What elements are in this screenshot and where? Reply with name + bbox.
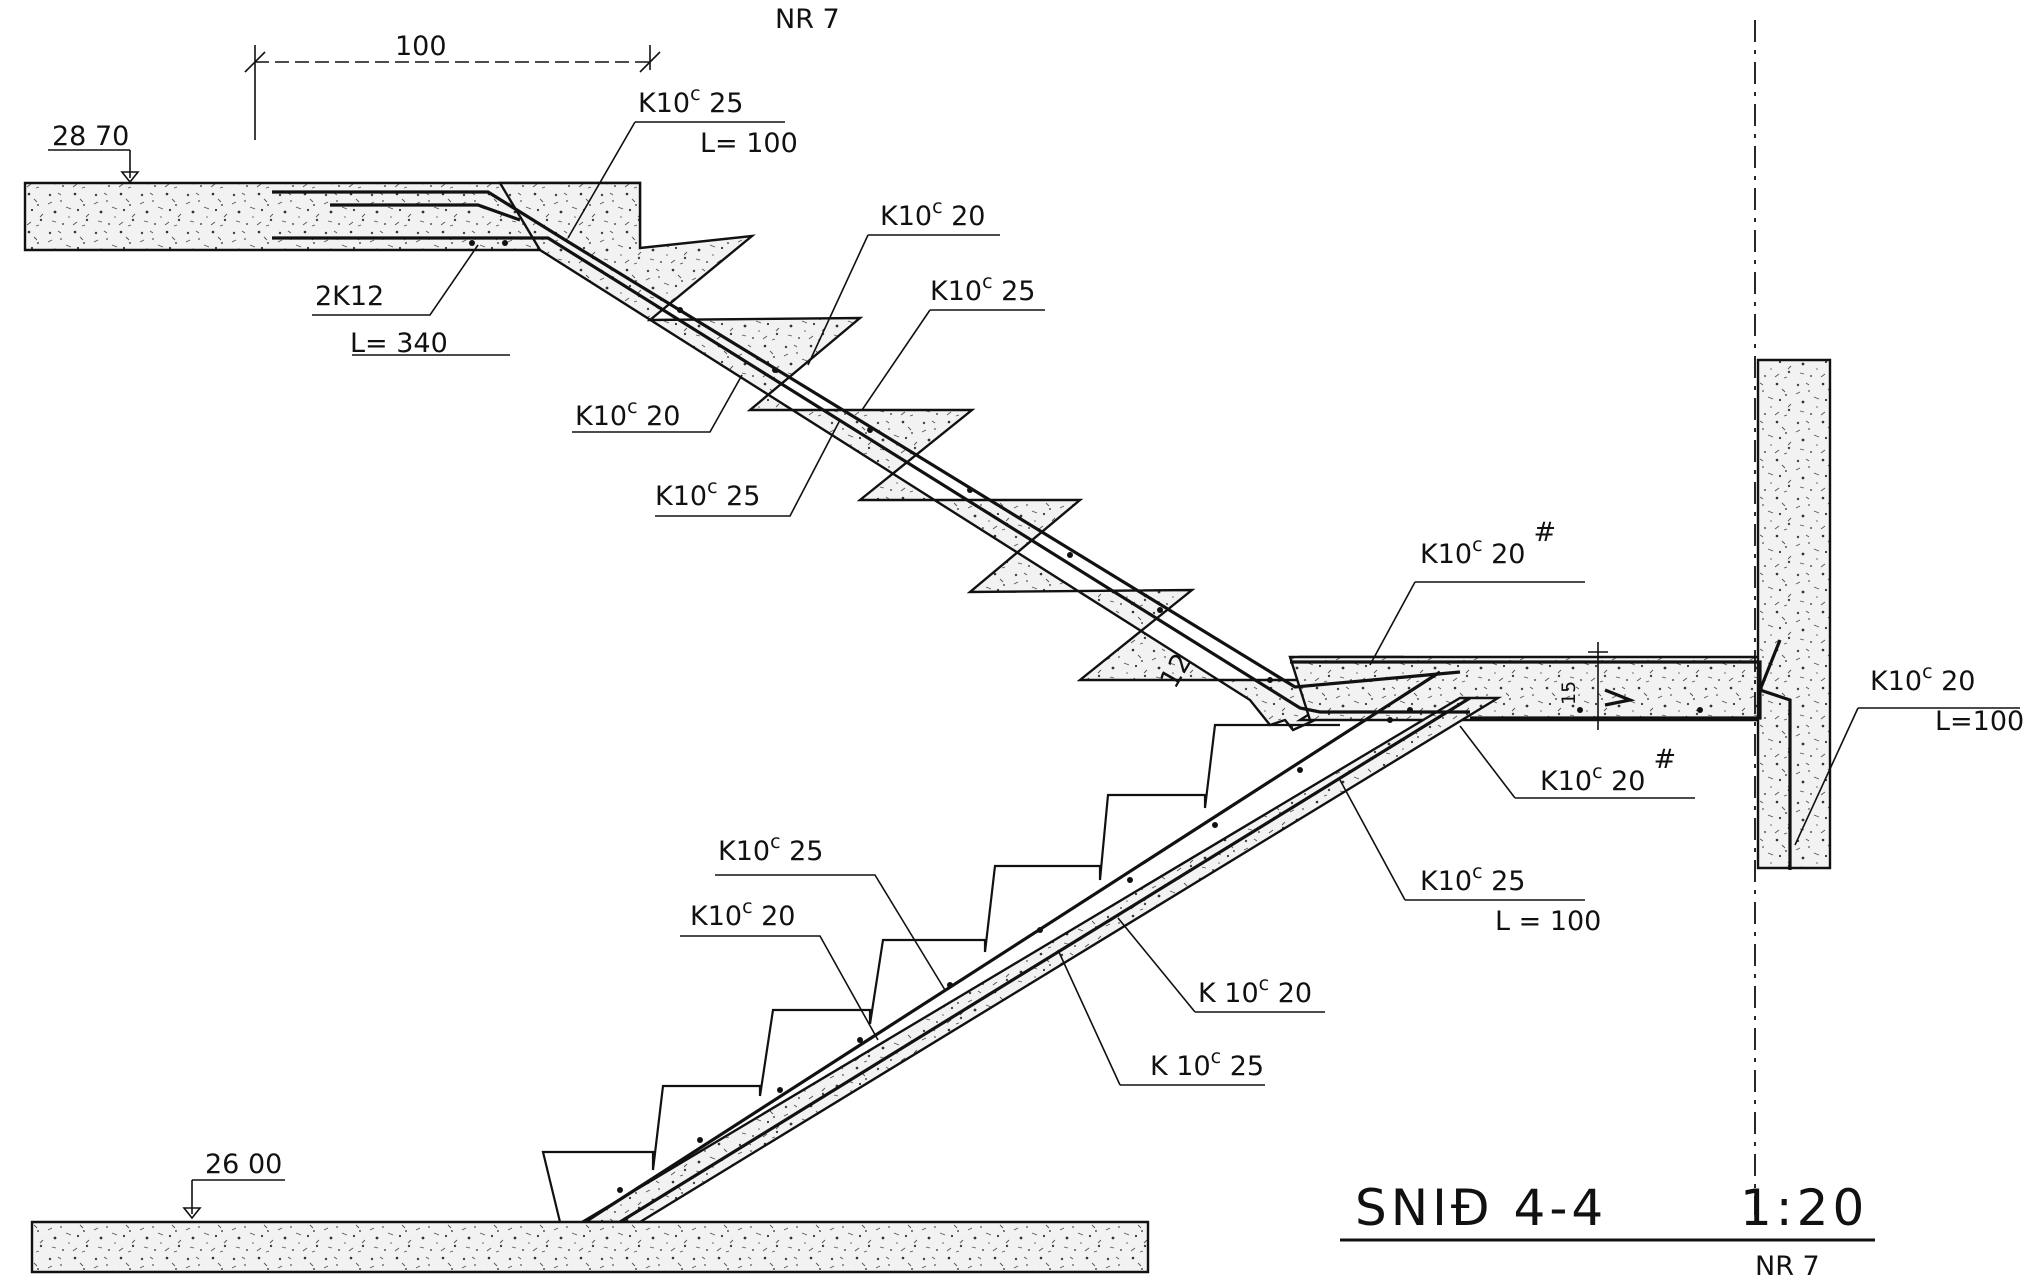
rebar-length-9: L = 100: [1495, 906, 1601, 937]
small-dimension-label: 15: [1558, 681, 1580, 705]
reinforcement-bars: [272, 190, 1792, 1224]
thickness-dimension-15: [1588, 642, 1608, 730]
drawing-scale: 1:20: [1740, 1179, 1868, 1237]
rebar-label-12: K10c 20: [690, 896, 795, 932]
sheet-number-bottom: NR 7: [1755, 1251, 1820, 1282]
rebar-label-2: K10c 20: [880, 196, 985, 232]
rebar-length-1: L= 100: [700, 128, 798, 159]
rebar-label-9: K10c 25: [1420, 861, 1525, 897]
dimension-100: [244, 45, 661, 140]
rebar-label-14: K 10c 25: [1150, 1046, 1264, 1082]
level-marker-lower: [182, 1179, 285, 1220]
rebar-label-3: K10c 25: [930, 271, 1035, 307]
lower-flight-slab: [577, 696, 1503, 1224]
concrete-sections: [23, 181, 1832, 1274]
rebar-label-6: K10c 25: [655, 476, 760, 512]
right-wall: [1756, 358, 1832, 870]
rebar-label-5: K10c 20: [575, 396, 680, 432]
level-label-lower: 26 00: [205, 1149, 282, 1180]
rebar-label-2k12: 2K12: [315, 281, 384, 312]
dimension-label-100: 100: [395, 31, 447, 62]
rebar-label-1: K10c 25: [638, 83, 743, 119]
level-marker-upper: [48, 149, 140, 184]
bar-dots: [469, 240, 1703, 1193]
section-title: SNIÐ 4-4: [1355, 1179, 1607, 1237]
rebar-label-8: K10c 20#: [1540, 744, 1676, 797]
level-label-upper: 28 70: [52, 121, 129, 152]
rebar-label-10: K10c 20: [1870, 661, 1975, 697]
lower-flight-steps: [541, 723, 1340, 1223]
upper-flight: [497, 181, 1405, 732]
rebar-label-13: K 10c 20: [1198, 973, 1312, 1009]
rebar-label-11: K10c 25: [718, 831, 823, 867]
sheet-number-top: NR 7: [775, 4, 840, 35]
rebar-length-2k12: L= 340: [350, 328, 448, 359]
leader-lines: [312, 121, 2020, 1086]
lower-floor-slab: [30, 1220, 1150, 1274]
rebar-label-7: K10c 20#: [1420, 517, 1556, 570]
rebar-length-10: L=100: [1935, 706, 2024, 737]
